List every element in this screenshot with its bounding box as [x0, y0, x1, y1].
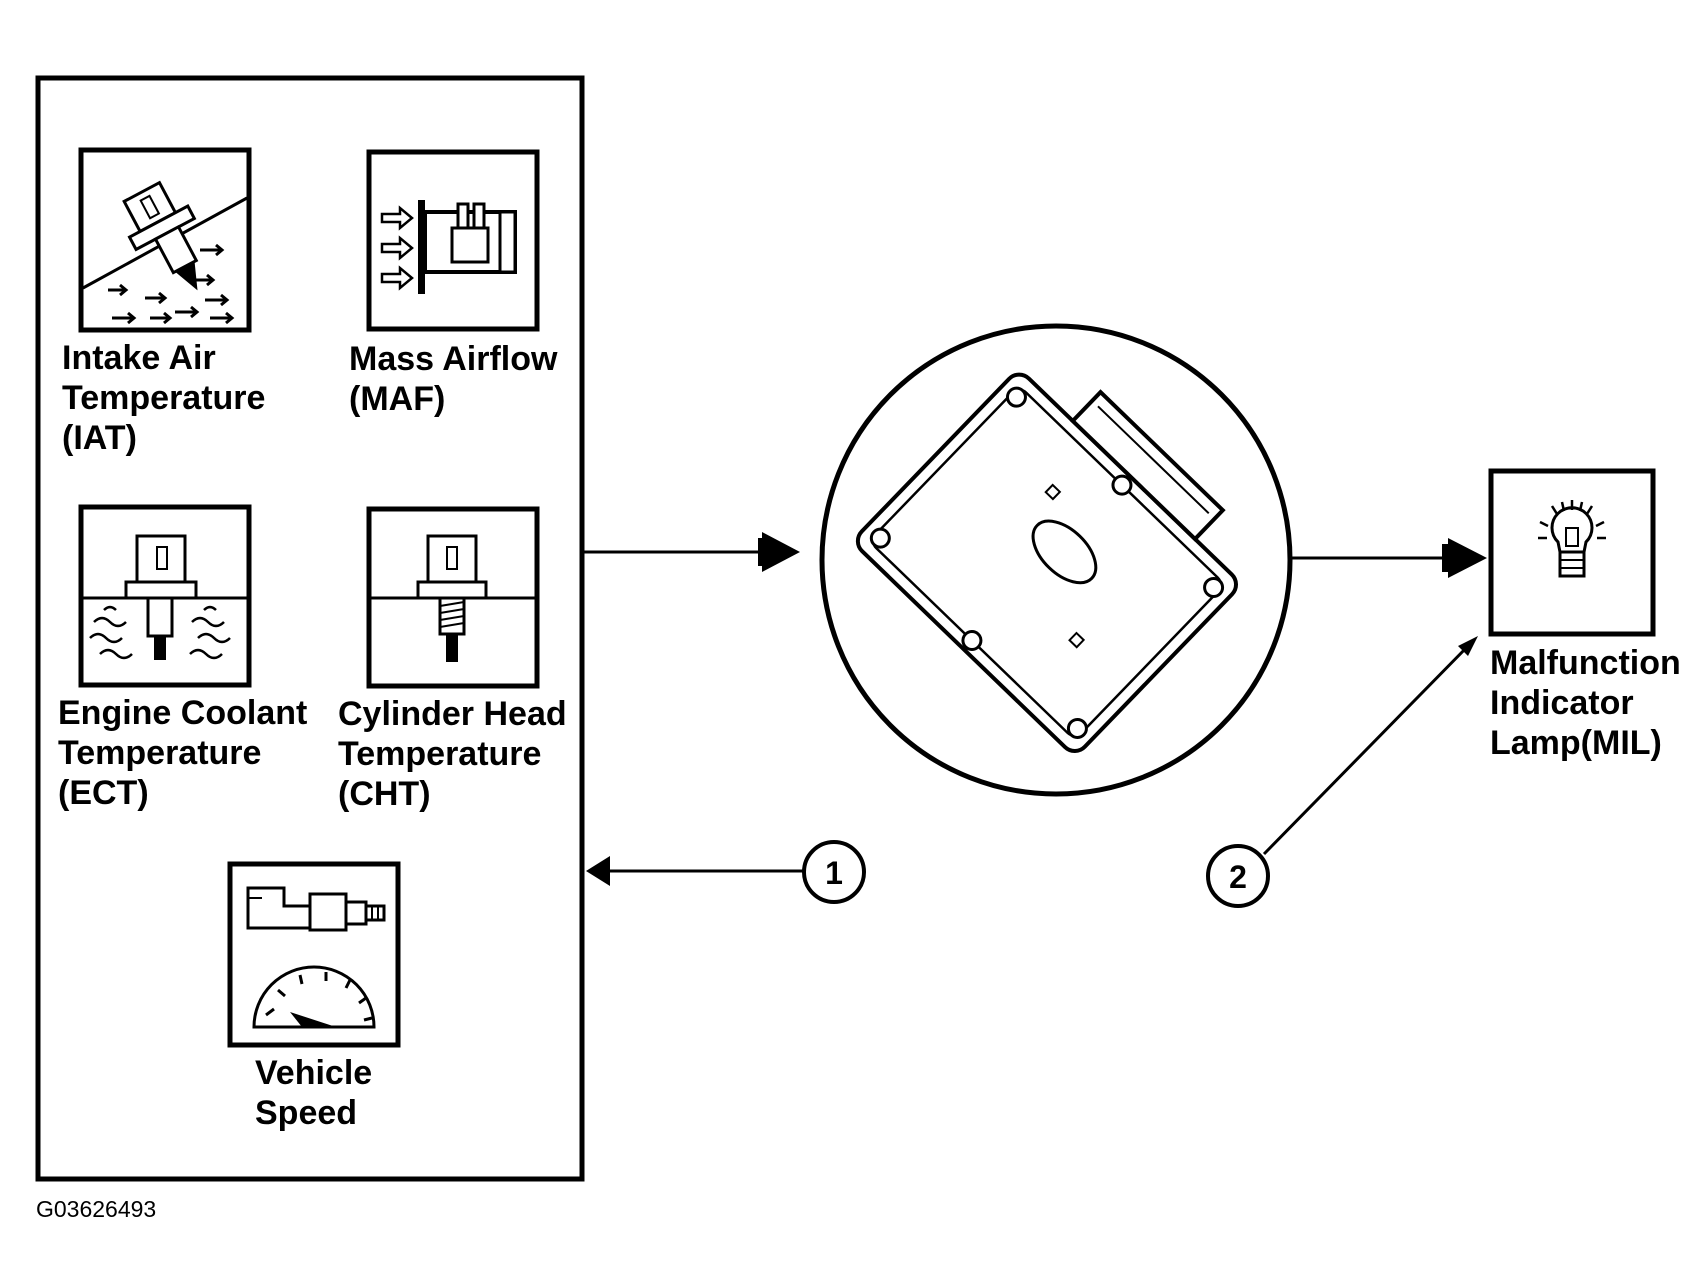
ecm-module-icon [819, 323, 1293, 797]
callout-1: 1 [802, 840, 866, 904]
output-arrow [1292, 538, 1487, 578]
callout-2: 2 [1206, 844, 1270, 908]
vss-sensor-icon [227, 861, 401, 1048]
mil-lamp-icon [1488, 468, 1656, 637]
iat-sensor-icon [78, 147, 252, 333]
ect-sensor-icon [78, 504, 252, 688]
callout-1-leader [586, 856, 804, 886]
maf-sensor-icon [366, 149, 540, 332]
callout-1-number: 1 [825, 855, 843, 891]
cht-sensor-icon [366, 506, 540, 689]
cht-label: Cylinder Head Temperature (CHT) [338, 695, 567, 813]
iat-label: Intake Air Temperature (IAT) [62, 339, 266, 457]
mil-label: Malfunction Indicator Lamp(MIL) [1490, 644, 1681, 762]
ect-label: Engine Coolant Temperature (ECT) [58, 694, 308, 812]
callout-2-leader [1262, 636, 1478, 856]
callout-2-number: 2 [1229, 859, 1247, 895]
maf-label: Mass Airflow (MAF) [349, 340, 558, 418]
input-arrow [584, 532, 800, 572]
figure-id: G03626493 [36, 1196, 157, 1222]
sensor-panel [35, 75, 585, 1182]
vss-label: Vehicle Speed [255, 1054, 373, 1132]
